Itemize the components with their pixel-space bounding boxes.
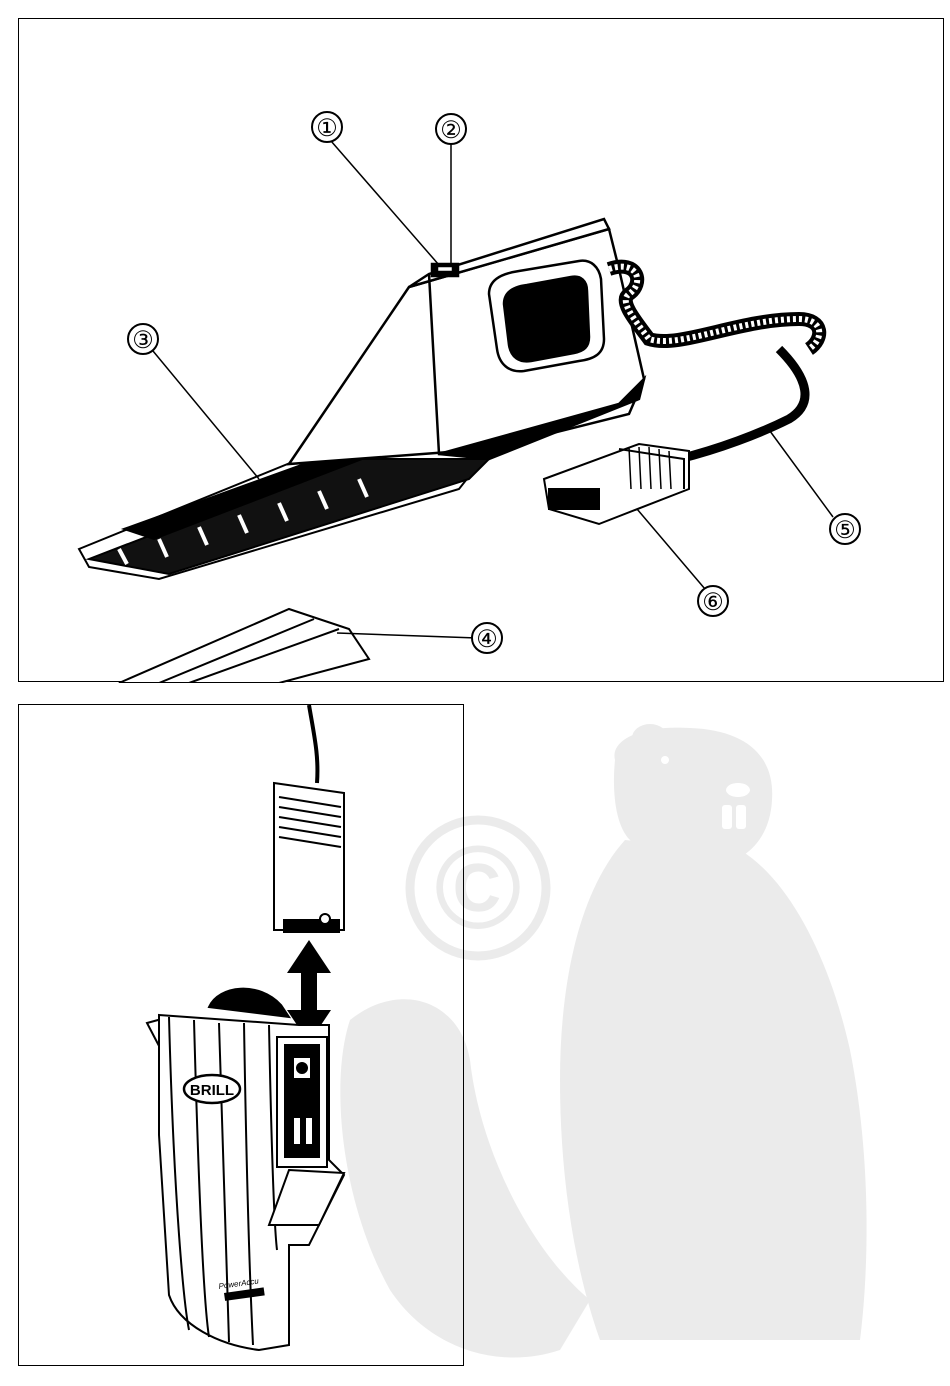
callout-4: ④ bbox=[472, 623, 502, 653]
svg-text:②: ② bbox=[440, 117, 462, 144]
plug-icon bbox=[274, 783, 344, 932]
svg-text:④: ④ bbox=[476, 626, 498, 653]
connector-icon bbox=[544, 444, 689, 524]
svg-text:①: ① bbox=[316, 115, 338, 142]
blade-guard-icon bbox=[119, 609, 369, 683]
svg-text:⑤: ⑤ bbox=[834, 517, 856, 544]
callout-1: ① bbox=[312, 112, 342, 142]
callout-2: ② bbox=[436, 114, 466, 144]
brill-logo: BRILL bbox=[184, 1075, 240, 1103]
svg-text:③: ③ bbox=[132, 327, 154, 354]
callout-3: ③ bbox=[128, 324, 158, 354]
figure-hedge-trimmer: ① ② ③ ④ ⑤ ⑥ bbox=[18, 18, 944, 682]
motor-housing-icon bbox=[289, 219, 644, 464]
callout-6: ⑥ bbox=[698, 586, 728, 616]
svg-text:BRILL: BRILL bbox=[190, 1082, 234, 1099]
hedge-trimmer-illustration: ① ② ③ ④ ⑤ ⑥ bbox=[19, 19, 945, 683]
figure-battery-connection: BRILL PowerAccu bbox=[18, 704, 464, 1366]
battery-illustration: BRILL PowerAccu bbox=[19, 705, 465, 1367]
svg-text:⑥: ⑥ bbox=[702, 589, 724, 616]
blade-icon bbox=[79, 437, 489, 579]
callout-5: ⑤ bbox=[830, 514, 860, 544]
cable-icon bbox=[309, 705, 317, 783]
